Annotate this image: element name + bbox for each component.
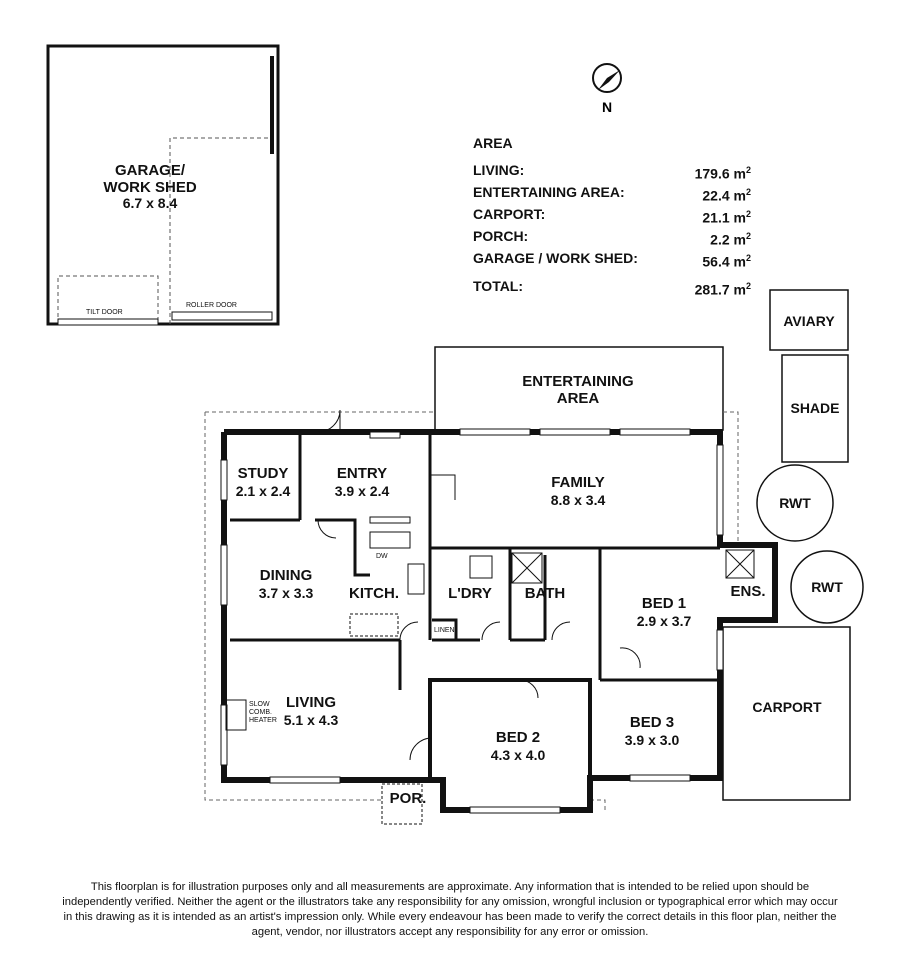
bed3-label: BED 3: [630, 714, 674, 731]
area-row: GARAGE / WORK SHED: 56.4 m2: [473, 249, 751, 271]
ensuite-label: ENS.: [730, 583, 765, 600]
area-row-amount: 21.1 m2: [702, 205, 751, 227]
area-row-value: 2.2: [710, 231, 730, 248]
room-labels: STUDY 2.1 x 2.4 ENTRY 3.9 x 2.4 FAMILY 8…: [236, 465, 766, 807]
windows: [220, 428, 724, 814]
area-row-value: 56.4: [702, 253, 730, 270]
heater-label-2: COMB.: [249, 709, 272, 716]
dining-label: DINING: [260, 567, 313, 584]
disclaimer: This floorplan is for illustration purpo…: [62, 881, 838, 938]
area-row-label: CARPORT:: [473, 205, 546, 222]
unit: m: [733, 253, 746, 270]
dishwasher-label: DW: [376, 553, 388, 560]
unit-power: 2: [745, 230, 751, 241]
carport-label: CARPORT: [752, 699, 822, 715]
area-row-value: 179.6: [694, 165, 730, 182]
entry-dims: 3.9 x 2.4: [335, 483, 390, 499]
entertaining-label: ENTERTAINING: [522, 373, 633, 390]
unit: m: [733, 209, 746, 226]
area-row: PORCH: 2.2 m2: [473, 227, 751, 249]
area-row-label: PORCH:: [473, 227, 529, 244]
area-row-label: ENTERTAINING AREA:: [473, 183, 625, 200]
entertaining-label-2: AREA: [557, 390, 600, 407]
area-row: CARPORT: 21.1 m2: [473, 205, 751, 227]
roller-door-label: ROLLER DOOR: [186, 302, 237, 309]
garage: GARAGE/ WORK SHED 6.7 x 8.4 TILT DOOR RO…: [46, 44, 280, 326]
unit: m: [733, 281, 746, 298]
unit-power: 2: [745, 186, 751, 197]
eaves-line: [204, 411, 739, 812]
area-row-amount: 2.2 m2: [710, 227, 751, 249]
area-row-amount: 22.4 m2: [702, 183, 751, 205]
unit: m: [733, 165, 746, 182]
area-total-label: TOTAL:: [473, 278, 524, 295]
heater-label: SLOW: [249, 701, 270, 708]
bed1-label: BED 1: [642, 595, 686, 612]
study-dims: 2.1 x 2.4: [236, 483, 291, 499]
bed2-dims: 4.3 x 4.0: [491, 747, 546, 763]
north-label: N: [602, 99, 612, 115]
unit-power: 2: [745, 281, 751, 292]
family-dims: 8.8 x 3.4: [551, 492, 606, 508]
area-row-label: GARAGE / WORK SHED:: [473, 250, 638, 267]
bed1-dims: 2.9 x 3.7: [637, 613, 692, 629]
unit-power: 2: [745, 208, 751, 219]
linen-label: LINEN: [434, 627, 455, 634]
garage-label: GARAGE/: [115, 162, 186, 179]
area-total-row: TOTAL: 281.7 m2: [473, 277, 751, 299]
area-total-value: 281.7: [694, 281, 730, 298]
area-row: ENTERTAINING AREA: 22.4 m2: [473, 183, 751, 205]
bath-label: BATH: [525, 585, 566, 602]
inner-walls: [230, 432, 720, 690]
entry-label: ENTRY: [337, 465, 387, 482]
garage-label-2: WORK SHED: [103, 179, 197, 196]
area-row-amount: 179.6 m2: [695, 161, 751, 183]
unit-power: 2: [745, 164, 751, 175]
north-compass: N: [592, 63, 622, 115]
unit-power: 2: [745, 253, 751, 264]
area-title: AREA: [473, 135, 513, 151]
aviary-label: AVIARY: [783, 313, 835, 329]
area-row-label: LIVING:: [473, 161, 525, 178]
area-row: LIVING: 179.6 m2: [473, 161, 751, 183]
rwt-label-2: RWT: [811, 579, 843, 595]
laundry-label: L'DRY: [448, 585, 492, 602]
garage-dims: 6.7 x 8.4: [123, 195, 178, 211]
living-dims: 5.1 x 4.3: [284, 712, 339, 728]
study-label: STUDY: [238, 465, 289, 482]
porch-label: POR.: [390, 790, 427, 807]
tilt-door-label: TILT DOOR: [86, 309, 123, 316]
rwt-label: RWT: [779, 495, 811, 511]
dining-dims: 3.7 x 3.3: [259, 585, 314, 601]
area-row-value: 22.4: [702, 187, 730, 204]
heater-label-3: HEATER: [249, 717, 277, 724]
kitchen-label: KITCH.: [349, 585, 399, 602]
compass-arrow-icon: [598, 70, 620, 90]
doors-and-fixtures: [225, 409, 755, 825]
shade-label: SHADE: [790, 400, 839, 416]
unit: m: [733, 187, 746, 204]
bed3-dims: 3.9 x 3.0: [625, 732, 680, 748]
living-label: LIVING: [286, 694, 336, 711]
outbuildings: AVIARY SHADE RWT RWT CARPORT ENTERTAININ…: [434, 289, 864, 801]
bed2-label: BED 2: [496, 729, 540, 746]
area-row-amount: 56.4 m2: [702, 249, 751, 271]
family-label: FAMILY: [551, 474, 605, 491]
unit: m: [733, 231, 746, 248]
area-total-amount: 281.7 m2: [695, 277, 751, 299]
area-row-value: 21.1: [702, 209, 730, 226]
